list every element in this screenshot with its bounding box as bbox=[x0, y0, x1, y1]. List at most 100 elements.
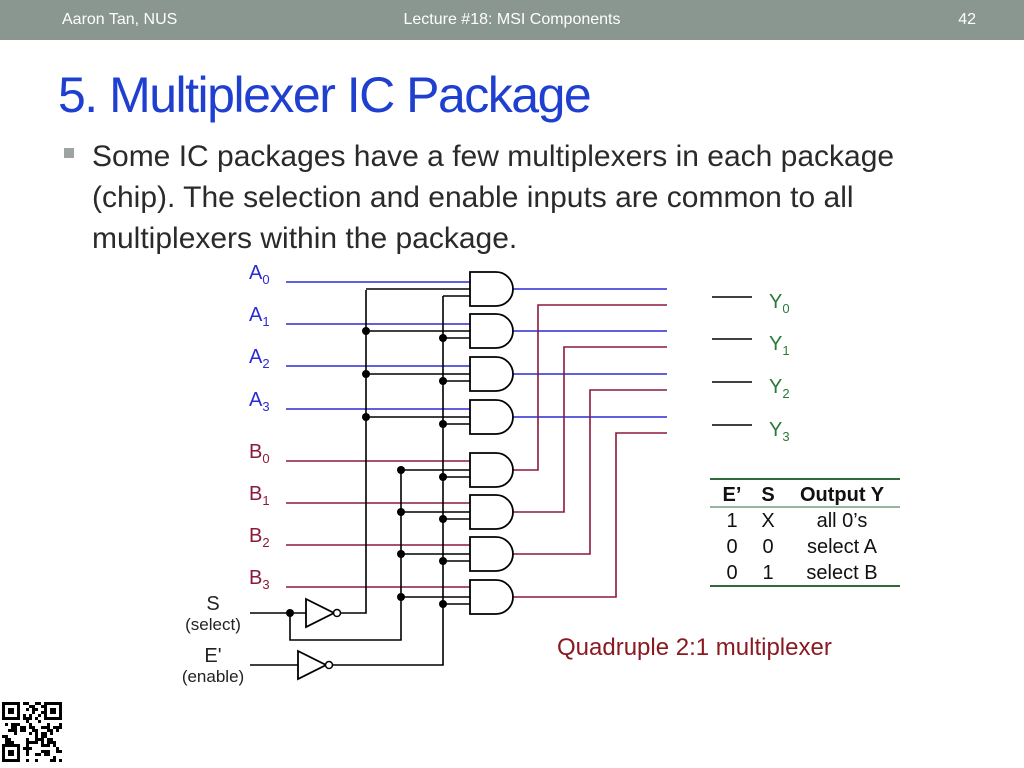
qr-module bbox=[35, 753, 38, 756]
a-input-label-letter: A bbox=[249, 262, 263, 284]
and-gate bbox=[469, 494, 514, 530]
table-cell: X bbox=[761, 510, 774, 532]
enable-inverter bbox=[297, 649, 329, 681]
junction-dot bbox=[439, 600, 447, 608]
qr-module bbox=[8, 708, 14, 714]
qr-module bbox=[29, 717, 32, 720]
qr-module bbox=[50, 732, 53, 735]
qr-module bbox=[41, 750, 44, 753]
qr-module bbox=[26, 747, 29, 750]
output-label-subscript: 2 bbox=[782, 386, 789, 401]
qr-module bbox=[8, 750, 14, 756]
qr-module bbox=[59, 750, 62, 753]
qr-module bbox=[47, 729, 50, 732]
qr-code-icon bbox=[0, 700, 64, 764]
qr-module bbox=[26, 753, 29, 756]
junction-dot bbox=[362, 370, 370, 378]
qr-module bbox=[29, 747, 32, 750]
output-label-letter: Y bbox=[769, 333, 782, 355]
qr-module bbox=[44, 744, 47, 747]
qr-module bbox=[44, 726, 47, 729]
qr-module bbox=[23, 702, 26, 705]
output-label-letter: Y bbox=[769, 376, 782, 398]
junction-dot bbox=[362, 327, 370, 335]
qr-module bbox=[53, 744, 56, 747]
b-input-label-letter: B bbox=[249, 525, 262, 547]
qr-module bbox=[26, 702, 29, 705]
qr-module bbox=[47, 744, 50, 747]
qr-module bbox=[29, 705, 32, 708]
qr-module bbox=[35, 741, 38, 744]
a-input-label: A0 bbox=[249, 262, 270, 287]
output-label-letter: Y bbox=[769, 419, 782, 441]
qr-module bbox=[2, 735, 5, 738]
and-to-or-wire bbox=[513, 304, 667, 471]
qr-module bbox=[41, 744, 44, 747]
output-label: Y2 bbox=[769, 376, 790, 401]
select-inverter-bubble bbox=[332, 608, 342, 618]
qr-module bbox=[11, 726, 14, 729]
qr-module bbox=[32, 726, 35, 729]
qr-module bbox=[44, 735, 47, 738]
table-cell: all 0’s bbox=[817, 510, 868, 532]
junction-dot bbox=[397, 593, 405, 601]
qr-module bbox=[38, 702, 41, 705]
qr-module bbox=[11, 723, 14, 726]
qr-module bbox=[26, 744, 29, 747]
qr-module bbox=[14, 732, 17, 735]
and-gate bbox=[469, 579, 514, 615]
output-label: Y3 bbox=[769, 419, 790, 444]
qr-module bbox=[35, 729, 38, 732]
table-cell: 0 bbox=[762, 536, 773, 558]
b-input-wires bbox=[286, 304, 667, 598]
qr-module bbox=[53, 759, 56, 762]
table-header-s: S bbox=[761, 484, 774, 506]
qr-module bbox=[35, 738, 38, 741]
qr-module bbox=[56, 729, 59, 732]
enable-label: E' bbox=[204, 645, 221, 667]
header-page-number: 42 bbox=[958, 11, 976, 28]
output-label-subscript: 0 bbox=[782, 301, 789, 316]
enable-inverted-wire bbox=[330, 296, 444, 666]
a-input-label-subscript: 2 bbox=[262, 356, 269, 371]
qr-module bbox=[50, 759, 53, 762]
and-gate bbox=[469, 356, 514, 392]
qr-module bbox=[29, 732, 32, 735]
qr-module bbox=[26, 738, 29, 741]
qr-module bbox=[23, 726, 26, 729]
and-gate bbox=[469, 452, 514, 488]
junction-dot bbox=[397, 508, 405, 516]
output-label-letter: Y bbox=[769, 291, 782, 313]
qr-module bbox=[47, 750, 50, 753]
slide-title: 5. Multiplexer IC Package bbox=[58, 67, 592, 123]
qr-module bbox=[26, 708, 29, 711]
select-label: S bbox=[206, 593, 219, 615]
qr-module bbox=[26, 741, 29, 744]
b-input-label-subscript: 0 bbox=[262, 451, 269, 466]
qr-module bbox=[41, 738, 44, 741]
qr-module bbox=[59, 723, 62, 726]
and-gate bbox=[469, 536, 514, 572]
qr-module bbox=[38, 714, 41, 717]
a-input-label-subscript: 3 bbox=[262, 399, 269, 414]
qr-module bbox=[38, 738, 41, 741]
enable-inverter-bubble bbox=[324, 660, 334, 670]
a-input-label: A3 bbox=[249, 389, 270, 414]
control-wires bbox=[250, 288, 752, 666]
qr-module bbox=[50, 708, 56, 714]
output-label: Y1 bbox=[769, 333, 790, 358]
and-to-or-wire bbox=[513, 389, 667, 555]
qr-module bbox=[50, 741, 53, 744]
qr-module bbox=[14, 723, 17, 726]
qr-module bbox=[23, 747, 26, 750]
qr-module bbox=[59, 726, 62, 729]
qr-module bbox=[47, 726, 50, 729]
qr-module bbox=[35, 717, 38, 720]
qr-module bbox=[47, 753, 50, 756]
qr-module bbox=[44, 753, 47, 756]
qr-module bbox=[50, 738, 53, 741]
junction-dot bbox=[286, 609, 294, 617]
b-input-label-subscript: 2 bbox=[262, 535, 269, 550]
junction-dots bbox=[286, 327, 447, 617]
